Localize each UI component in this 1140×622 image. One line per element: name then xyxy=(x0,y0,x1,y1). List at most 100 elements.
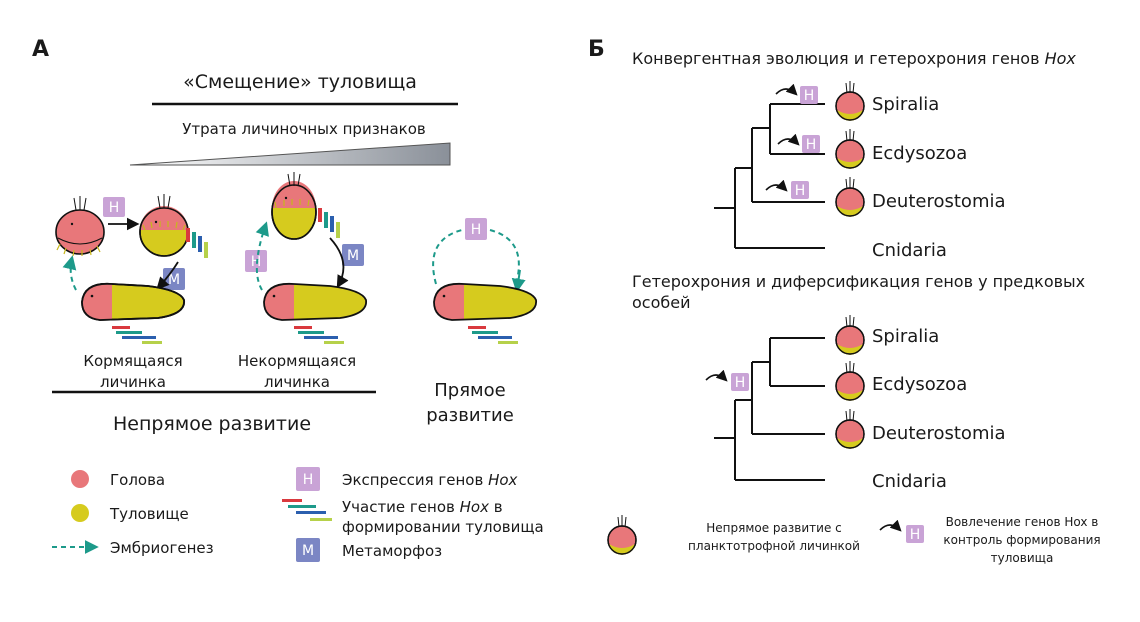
nonfeeding-larva-label-1: Некормящаяся xyxy=(238,352,356,370)
indirect-dev-label: Непрямое развитие xyxy=(113,413,311,435)
larva-icon xyxy=(835,409,865,449)
recruit-arrow xyxy=(705,369,728,382)
hox-badge xyxy=(791,181,809,199)
legend-hox-recruit-3: туловища xyxy=(991,551,1054,565)
legend-hox-recruit-1: Вовлечение генов Hox в xyxy=(946,515,1099,529)
panel-b: Б Конвергентная эволюция и гетерохрония … xyxy=(588,37,1101,565)
hox-badge: H xyxy=(465,218,487,240)
legend-hox-trunk-1: Участие генов Hox в xyxy=(342,498,503,516)
embryo-arrow xyxy=(255,221,269,291)
tree2-title-2: особей xyxy=(632,293,690,312)
gene-bars-stepped xyxy=(468,326,518,344)
svg-text:H: H xyxy=(303,472,314,488)
larva-icon xyxy=(835,315,865,355)
svg-text:H: H xyxy=(109,200,120,216)
tree2-taxon-deuterostomia: Deuterostomia xyxy=(872,423,1006,444)
larva-oval xyxy=(271,172,317,240)
loss-larval-traits-label: Утрата личиночных признаков xyxy=(182,120,426,138)
svg-text:M: M xyxy=(347,248,359,264)
metamorphosis-badge-swatch: M xyxy=(296,538,320,562)
panel-a: А «Смещение» туловища Утрата личиночных … xyxy=(32,37,544,562)
direct-dev-label-1: Прямое xyxy=(434,380,505,401)
tree2-title-1: Гетерохрония и диферсификация генов у пр… xyxy=(632,272,1085,291)
recruit-arrow-swatch xyxy=(879,519,902,532)
gene-bars-diagonal xyxy=(186,228,208,258)
feeding-larva-cycle: H M xyxy=(55,194,208,391)
larva-icon xyxy=(835,81,865,121)
tree2-hox-markers: H xyxy=(705,369,749,391)
arrow-to-adult xyxy=(329,237,349,289)
tree1-taxon-deuterostomia: Deuterostomia xyxy=(872,191,1006,212)
hox-badge: H xyxy=(103,197,125,217)
gene-bars-swatch xyxy=(282,499,332,521)
legend-hox-recruit-2: контроль формирования xyxy=(943,533,1100,547)
svg-text:M: M xyxy=(302,543,314,559)
hox-badge xyxy=(802,135,820,153)
hox-badge xyxy=(800,86,818,104)
panel-b-letter: Б xyxy=(588,37,605,62)
svg-text:M: M xyxy=(168,272,180,288)
larva-icon xyxy=(835,129,865,169)
legend-hox-expression: Экспрессия генов Hox xyxy=(342,471,518,489)
tree1-larva-icons xyxy=(835,81,865,217)
legend-head: Голова xyxy=(110,471,165,489)
legend-indirect-2: планктотрофной личинкой xyxy=(688,539,860,553)
legend-a: Голова Туловище Эмбриогенез H Экспрессия… xyxy=(52,467,544,562)
larva-icon xyxy=(835,177,865,217)
legend-embryogenesis: Эмбриогенез xyxy=(110,539,214,557)
phylo-tree-ancestral xyxy=(714,337,825,481)
recruit-arrow xyxy=(777,133,800,146)
legend-metamorphosis: Метаморфоз xyxy=(342,542,442,560)
tree2-taxon-ecdysozoa: Ecdysozoa xyxy=(872,374,967,395)
legend-hox-trunk-2: формировании туловища xyxy=(342,518,544,536)
svg-text:H: H xyxy=(251,254,262,270)
tree2-taxon-spiralia: Spiralia xyxy=(872,326,939,347)
gene-bars-diagonal xyxy=(318,208,340,238)
panel-a-letter: А xyxy=(32,37,49,62)
trunk-shift-title: «Смещение» туловища xyxy=(183,71,417,93)
adult-worm xyxy=(433,282,537,321)
gene-bars-stepped xyxy=(112,326,162,344)
embryo-arrow-loop xyxy=(432,229,520,285)
hox-badge-swatch xyxy=(906,525,924,543)
adult-worm xyxy=(263,282,367,321)
nonfeeding-larva-cycle: M H Некормящаяся личинка xyxy=(238,172,367,391)
arrow-to-adult xyxy=(156,261,179,290)
svg-text:H: H xyxy=(806,137,817,153)
hox-badge: H xyxy=(245,250,267,272)
larva-sphere-trunk xyxy=(139,194,189,257)
embryo-arrow-head xyxy=(511,269,526,293)
svg-text:H: H xyxy=(471,222,482,238)
legend-b: Непрямое развитие с планктотрофной личин… xyxy=(607,515,1101,565)
embryo-arrow xyxy=(62,255,77,291)
adult-worm xyxy=(81,282,185,321)
tree1-hox-markers: H H H xyxy=(765,83,820,199)
loss-gradient-wedge xyxy=(129,142,451,166)
tree1-taxon-spiralia: Spiralia xyxy=(872,94,939,115)
direct-development-cycle: H Прямое развитие xyxy=(426,218,537,426)
head-swatch xyxy=(71,470,89,488)
nonfeeding-larva-label-2: личинка xyxy=(264,373,330,391)
svg-text:H: H xyxy=(910,527,921,543)
tree1-title: Конвергентная эволюция и гетерохрония ге… xyxy=(632,49,1076,68)
metamorphosis-badge: M xyxy=(342,244,364,266)
recruit-arrow xyxy=(765,179,788,192)
tree2-larva-icons xyxy=(835,315,865,449)
feeding-larva-label-1: Кормящаяся xyxy=(83,352,182,370)
legend-indirect-1: Непрямое развитие с xyxy=(706,521,842,535)
tree1-taxon-cnidaria: Cnidaria xyxy=(872,240,947,261)
svg-text:H: H xyxy=(804,88,815,104)
tree1-taxon-ecdysozoa: Ecdysozoa xyxy=(872,143,967,164)
phylo-tree-convergent xyxy=(714,103,825,249)
svg-text:H: H xyxy=(735,375,746,391)
recruit-arrow xyxy=(775,83,798,96)
larva-sphere-head xyxy=(55,196,105,257)
hox-badge-swatch: H xyxy=(296,467,320,491)
larva-icon-swatch xyxy=(607,515,637,555)
trunk-swatch xyxy=(71,504,89,522)
feeding-larva-label-2: личинка xyxy=(100,373,166,391)
gene-bars-stepped xyxy=(294,326,344,344)
hox-badge xyxy=(731,373,749,391)
direct-dev-label-2: развитие xyxy=(426,405,514,426)
legend-trunk: Туловище xyxy=(109,505,189,523)
